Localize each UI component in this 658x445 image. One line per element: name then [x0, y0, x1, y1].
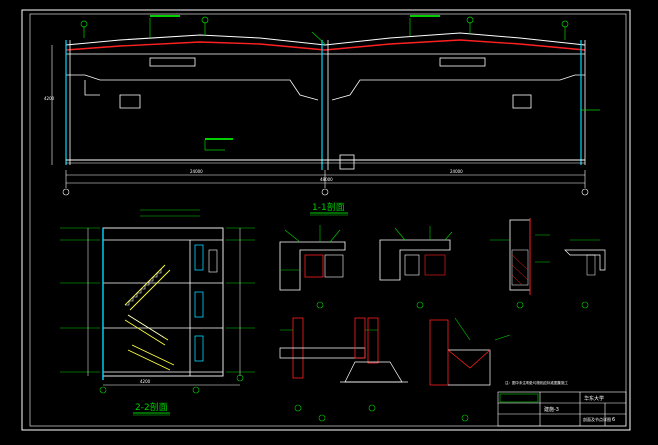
title-block — [497, 391, 627, 427]
dim-stair-bottom: 4200 — [140, 379, 151, 384]
section-2-2-title: 2-2剖面 — [135, 401, 168, 413]
detail-3 — [490, 218, 550, 309]
detail-1 — [279, 225, 346, 309]
dim-total: 48000 — [320, 177, 333, 182]
top-section-1-1 — [51, 15, 600, 196]
detail-4 — [564, 239, 606, 309]
detail-7 — [429, 317, 511, 422]
dim-top-span-b: 24000 — [450, 169, 463, 174]
detail-5-foundation — [279, 317, 378, 422]
title-block-name: 剖面及节点详图 — [583, 416, 611, 422]
general-note: 注：图中未注明处均按相应标准图集施工 — [505, 380, 568, 385]
dim-left-height: 4200 — [44, 96, 55, 101]
detail-6-footing — [340, 317, 408, 412]
stair-section-2-2 — [60, 209, 255, 394]
title-block-school: 华东大学 — [584, 395, 604, 402]
title-block-sheet: 6 — [612, 417, 615, 423]
section-1-1-title: 1-1剖面 — [312, 201, 345, 213]
dim-top-span-a: 24000 — [190, 169, 203, 174]
drawing-border — [21, 9, 631, 431]
title-block-drawing: 建施-3 — [544, 406, 559, 413]
inner-border — [29, 13, 627, 427]
detail-2 — [379, 226, 453, 309]
